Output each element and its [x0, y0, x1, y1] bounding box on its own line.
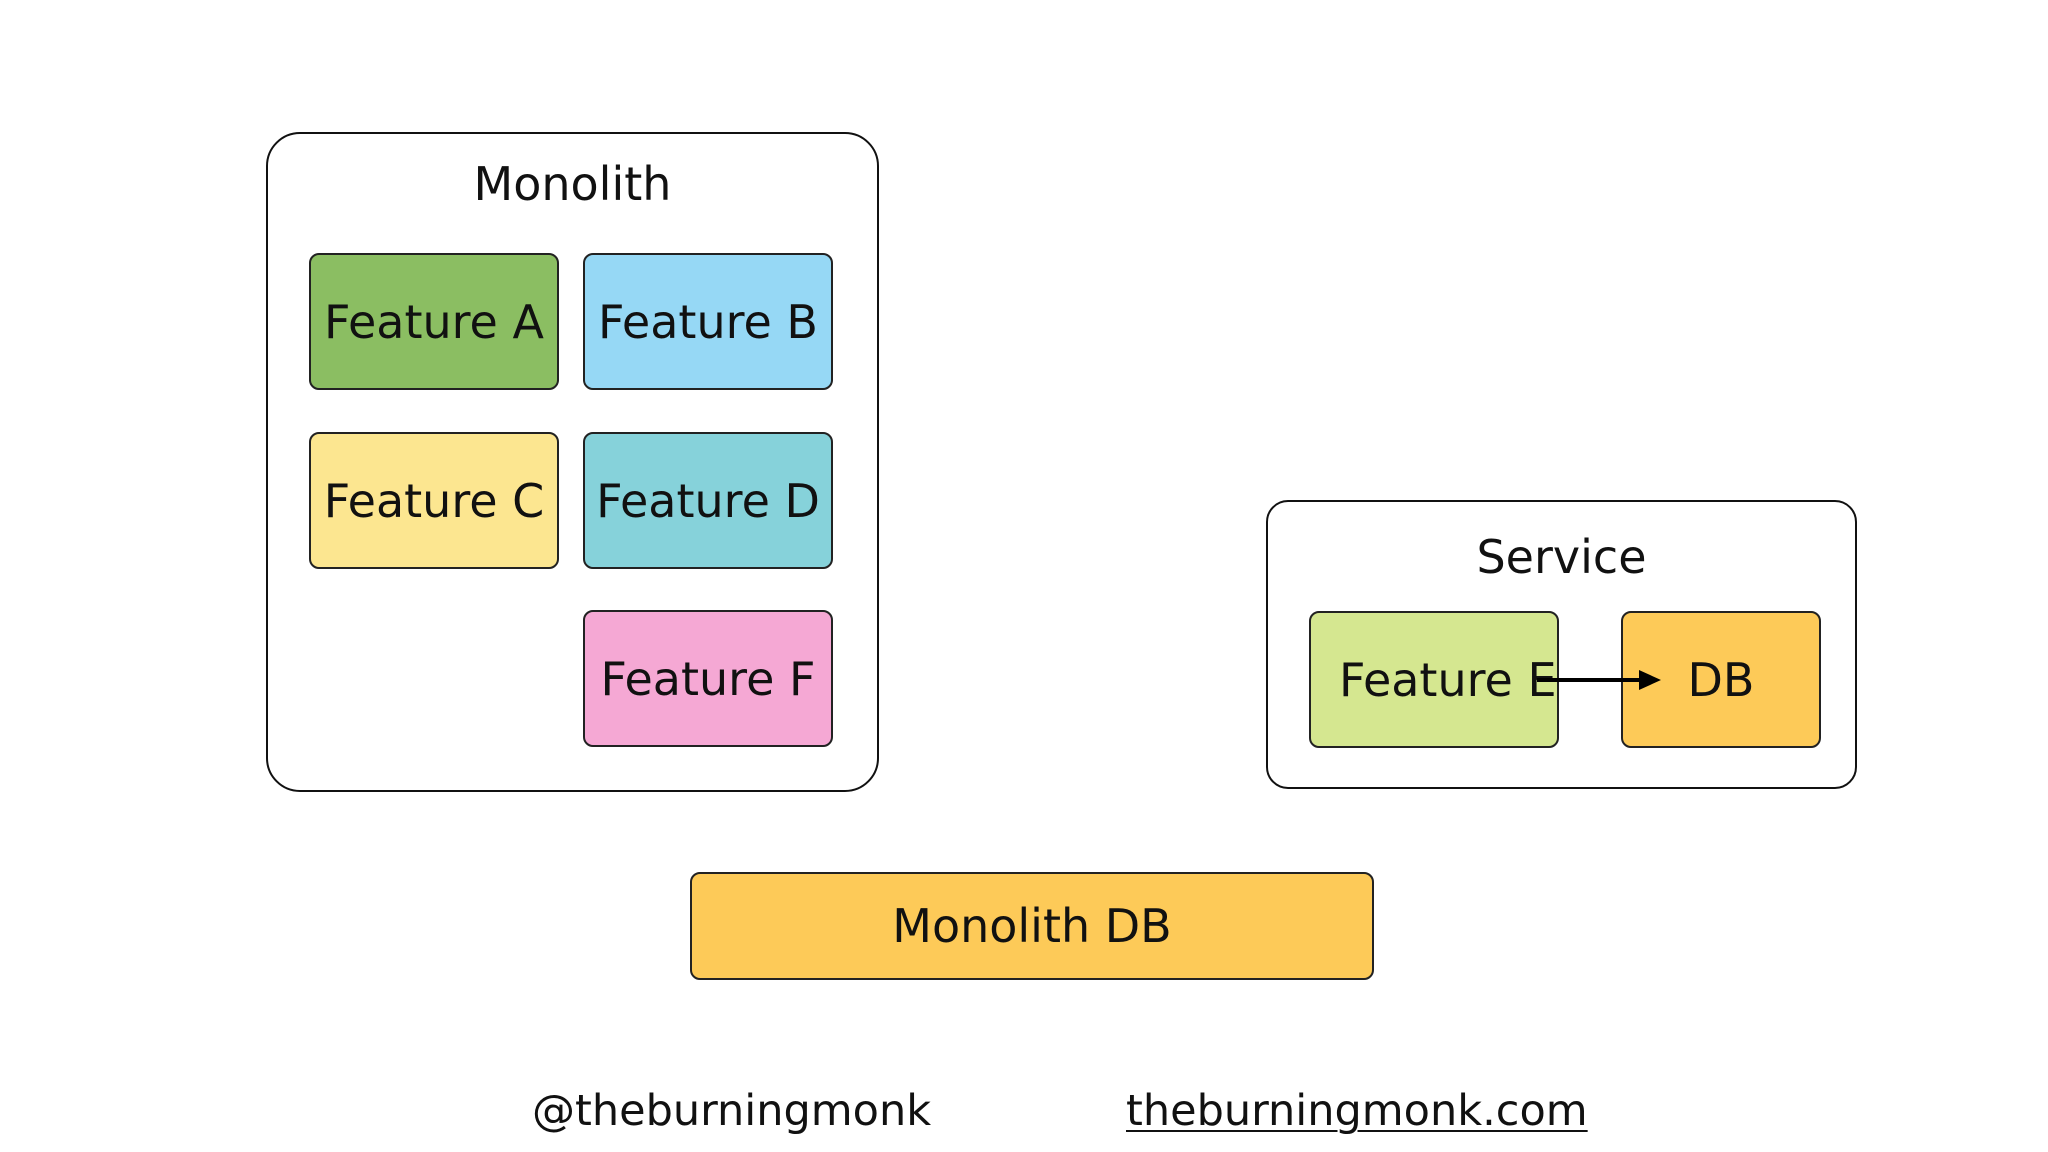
feature-d-label: Feature D — [596, 473, 820, 528]
feature-e-label: Feature E — [1339, 652, 1557, 707]
feature-d-box: Feature D — [583, 432, 833, 569]
website-link[interactable]: theburningmonk.com — [1126, 1086, 1588, 1136]
feature-b-box: Feature B — [583, 253, 833, 390]
monolith-db-box: Monolith DB — [690, 872, 1374, 980]
feature-b-label: Feature B — [597, 294, 818, 349]
arrow-head-icon — [1639, 670, 1661, 690]
feature-f-label: Feature F — [600, 651, 816, 706]
feature-c-box: Feature C — [309, 432, 559, 569]
feature-e-box: Feature E — [1309, 611, 1559, 748]
feature-a-label: Feature A — [324, 294, 544, 349]
feature-a-box: Feature A — [309, 253, 559, 390]
monolith-db-label: Monolith DB — [892, 899, 1172, 953]
service-db-label: DB — [1687, 652, 1755, 707]
feature-c-label: Feature C — [323, 473, 545, 528]
feature-e-to-db-arrow — [1537, 670, 1661, 690]
feature-f-box: Feature F — [583, 610, 833, 747]
twitter-handle: @theburningmonk — [532, 1086, 932, 1136]
service-title: Service — [1476, 530, 1647, 584]
monolith-title: Monolith — [473, 157, 672, 211]
